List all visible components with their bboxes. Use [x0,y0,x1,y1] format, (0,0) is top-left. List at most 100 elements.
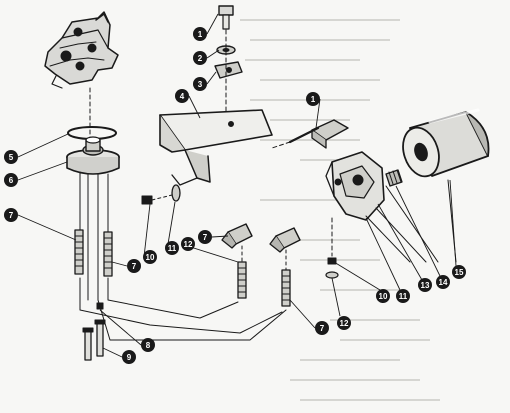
callout-label: 7 [203,233,208,242]
callout-label: 3 [198,80,203,89]
leader-line [206,71,217,85]
stud-center [103,231,113,277]
callout-circle [193,77,207,91]
callout-label: 8 [146,341,151,350]
leader-line [143,203,151,258]
leader-line [331,277,341,317]
callout-label: 10 [379,292,388,301]
callout-1: 1 [193,27,207,41]
filter-canister [402,108,490,178]
leader-line [211,235,229,238]
leader-line [333,261,381,291]
callout-6: 6 [4,173,18,187]
callout-label: 12 [340,319,349,328]
callout-circle [376,289,390,303]
leader-lines [17,13,457,358]
callout-circle [4,173,18,187]
nut-left [141,195,153,205]
side-bolt [288,119,349,149]
callout-circle [193,51,207,65]
stud-lower-right [281,269,291,307]
callout-label: 9 [127,353,132,362]
callout-label: 2 [198,54,203,63]
elbow-fitting-right [269,227,301,253]
callout-7: 7 [315,321,329,335]
callout-circle [306,92,320,106]
leader-line [365,217,401,291]
callout-11: 11 [165,241,179,255]
callout-circle [337,316,351,330]
callout-label: 1 [198,30,203,39]
callout-12: 12 [181,237,195,251]
callout-1: 1 [306,92,320,106]
callout-5: 5 [4,150,18,164]
callout-label: 7 [132,262,137,271]
threaded-nipple [385,169,403,187]
callout-label: 12 [184,240,193,249]
leader-line [111,261,128,267]
callout-circle [165,241,179,255]
leader-line [377,203,423,281]
callout-3: 3 [193,77,207,91]
leader-line [17,133,69,158]
bolt-right [94,319,106,357]
leader-line [289,299,316,329]
callout-2: 2 [193,51,207,65]
callout-4: 4 [175,89,189,103]
leader-line [449,179,457,267]
callout-label: 10 [146,253,155,262]
leader-line [395,185,441,277]
callout-label: 11 [168,244,177,253]
leader-line [206,49,220,59]
callout-label: 5 [9,153,14,162]
callout-7: 7 [4,208,18,222]
callout-circle [193,27,207,41]
callout-circle [4,208,18,222]
leader-line [102,347,123,358]
mounting-bracket [44,11,119,89]
stud-left [74,229,84,275]
callout-circle [143,250,157,264]
callout-label: 14 [439,278,448,287]
callout-12: 12 [337,316,351,330]
callout-10: 10 [376,289,390,303]
callout-label: 6 [9,176,14,185]
callout-11: 11 [396,289,410,303]
callout-7: 7 [127,259,141,273]
callout-circle [127,259,141,273]
callout-circle [181,237,195,251]
clip-plate [214,61,243,79]
callout-10: 10 [143,250,157,264]
callout-label: 1 [311,95,316,104]
callout-circle [452,265,466,279]
filter-head [66,136,120,175]
callout-15: 15 [452,265,466,279]
callout-label: 11 [399,292,408,301]
leader-line [206,13,219,35]
bolt-left [82,327,94,361]
leader-line [188,95,201,119]
washer-right [325,257,339,279]
callout-label: 4 [180,92,185,101]
callout-circle [141,338,155,352]
leader-line [17,214,77,241]
callout-circle [175,89,189,103]
top-bolt [218,5,234,30]
callout-circle [4,150,18,164]
mounting-plate [159,109,273,186]
callout-13: 13 [418,278,432,292]
callout-circle [396,289,410,303]
stud-lower-left [237,261,247,299]
callout-8: 8 [141,338,155,352]
callout-circle [122,350,136,364]
callout-circle [436,275,450,289]
callout-label: 15 [455,268,464,277]
bleed-through-background [240,19,440,401]
callout-label: 7 [320,324,325,333]
leader-line [99,309,142,346]
leader-line [17,161,68,181]
washer-left [171,184,181,202]
callout-7: 7 [198,230,212,244]
